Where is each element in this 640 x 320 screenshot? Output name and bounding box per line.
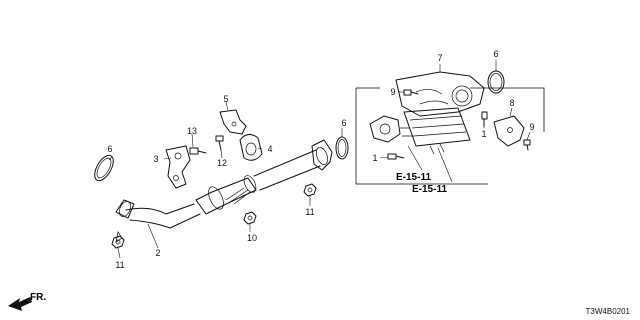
bolt-9-top[interactable] [403, 89, 419, 96]
nut-10[interactable] [243, 211, 257, 225]
callout-6-left: 6 [107, 144, 112, 154]
bracket-8[interactable] [493, 115, 525, 147]
section-reference-1[interactable]: E-15-11 [396, 172, 431, 183]
nut-left[interactable] [111, 235, 125, 249]
bracket-3[interactable] [165, 145, 191, 189]
front-direction-arrow-icon [8, 297, 32, 311]
section-reference-2[interactable]: E-15-11 [412, 184, 447, 195]
callout-6-right: 6 [493, 49, 498, 59]
rubber-mount-4[interactable] [239, 134, 263, 161]
callout-1-right: 1 [481, 129, 486, 139]
front-direction-label: FR. [30, 292, 46, 303]
callout-1-left: 1 [372, 153, 377, 163]
nut-middle[interactable] [303, 183, 317, 197]
callout-5: 5 [223, 94, 228, 104]
callout-7: 7 [437, 53, 442, 63]
bracket-5[interactable] [219, 109, 247, 135]
callout-6-middle: 6 [341, 118, 346, 128]
gasket-left[interactable] [91, 152, 117, 183]
callout-11-left: 11 [115, 260, 124, 270]
callout-9-right: 9 [529, 122, 534, 132]
callout-2: 2 [155, 248, 160, 258]
exhaust-pipe[interactable] [115, 139, 333, 243]
gasket-right[interactable] [487, 70, 505, 94]
bolt-12[interactable] [215, 135, 224, 151]
callout-11-middle: 11 [305, 207, 314, 217]
callout-9-top: 9 [390, 87, 395, 97]
callout-3: 3 [153, 154, 158, 164]
callout-4: 4 [267, 144, 272, 154]
callout-12: 12 [217, 158, 227, 168]
bolt-1-right[interactable] [481, 111, 488, 127]
callout-10: 10 [247, 233, 257, 243]
callout-8: 8 [509, 98, 514, 108]
bolt-1-left[interactable] [387, 153, 405, 160]
bolt-9-right[interactable] [523, 139, 531, 151]
diagram-code: T3W4B0201 [586, 307, 631, 316]
callout-13: 13 [187, 126, 197, 136]
bolt-13[interactable] [189, 147, 207, 155]
egr-cooler-7[interactable] [369, 71, 485, 155]
gasket-middle[interactable] [335, 136, 349, 160]
